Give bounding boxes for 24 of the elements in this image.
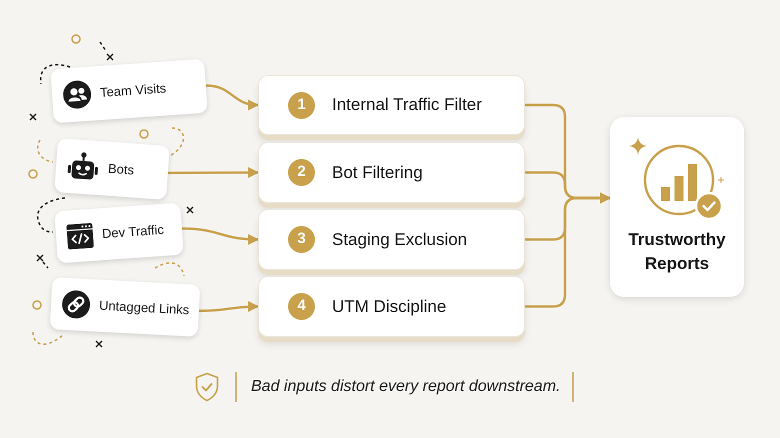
connector-arrow bbox=[168, 167, 260, 178]
step-number: 4 bbox=[288, 293, 315, 320]
footer-note: Bad inputs distort every report downstream. bbox=[251, 377, 560, 397]
connector-arrow bbox=[206, 84, 260, 110]
step-title: UTM Discipline bbox=[332, 296, 446, 316]
connector-arrow bbox=[182, 227, 260, 245]
card-label: Dev Traffic bbox=[101, 222, 164, 242]
step-title: Staging Exclusion bbox=[332, 230, 468, 250]
card-title: Trustworthy Reports bbox=[627, 229, 727, 275]
step-number: 3 bbox=[288, 226, 315, 253]
source-card bbox=[50, 277, 200, 337]
source-card bbox=[54, 202, 184, 264]
step-number: 2 bbox=[288, 159, 315, 186]
step-title: Internal Traffic Filter bbox=[332, 95, 482, 115]
step-number: 1 bbox=[288, 92, 315, 118]
connector-arrow bbox=[524, 192, 612, 308]
source-card bbox=[50, 58, 208, 124]
step-title: Bot Filtering bbox=[332, 162, 423, 182]
report-card bbox=[610, 117, 744, 297]
connector-arrow bbox=[198, 301, 260, 312]
source-card bbox=[54, 138, 170, 200]
card-label: Team Visits bbox=[100, 80, 167, 101]
card-label: Untagged Links bbox=[98, 298, 190, 318]
card-label: Bots bbox=[107, 160, 135, 179]
